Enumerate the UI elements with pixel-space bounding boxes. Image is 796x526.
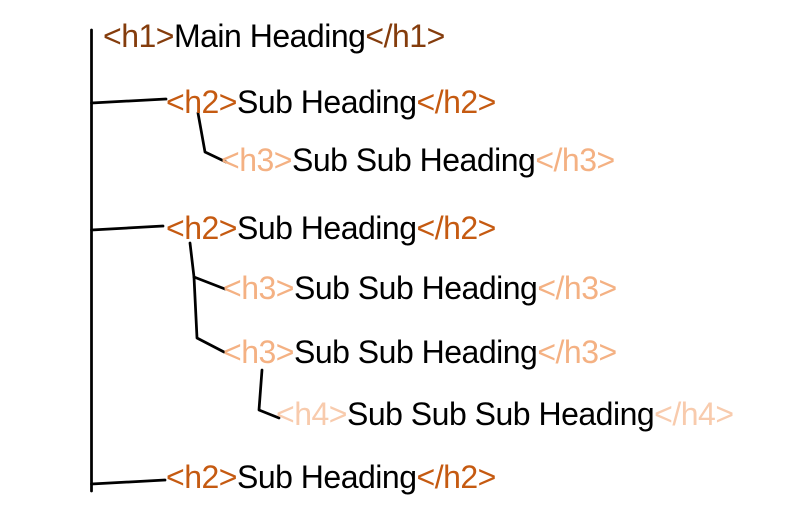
- close-tag-h2: </h2>: [416, 210, 497, 246]
- node-h3-2: <h3>Sub Sub Heading</h3>: [223, 268, 617, 308]
- open-tag-h2: <h2>: [166, 459, 237, 495]
- branch-h2-2: [90, 224, 165, 232]
- connector-h3-3-to-h4: [257, 368, 281, 420]
- close-tag-h2: </h2>: [416, 84, 497, 120]
- open-tag-h1: <h1>: [103, 18, 174, 54]
- close-tag-h3: </h3>: [537, 270, 617, 306]
- open-tag-h2: <h2>: [166, 84, 237, 120]
- connector-h2-1-to-h3-1: [196, 111, 228, 164]
- open-tag-h2: <h2>: [166, 210, 237, 246]
- open-tag-h3: <h3>: [223, 334, 294, 370]
- node-h2-2: <h2>Sub Heading</h2>: [166, 208, 496, 248]
- close-tag-h4: </h4>: [654, 396, 734, 432]
- connector-h2-2-to-h3-3: [188, 241, 226, 354]
- heading-text: Main Heading: [173, 18, 366, 54]
- node-h3-3: <h3>Sub Sub Heading</h3>: [223, 332, 617, 372]
- close-tag-h3: </h3>: [535, 142, 615, 178]
- node-h3-1: <h3>Sub Sub Heading</h3>: [221, 140, 615, 180]
- heading-text: Sub Sub Heading: [291, 142, 536, 178]
- close-tag-h2: </h2>: [416, 459, 497, 495]
- open-tag-h3: <h3>: [221, 142, 292, 178]
- close-tag-h1: </h1>: [365, 18, 445, 54]
- node-h2-3: <h2>Sub Heading</h2>: [166, 457, 496, 497]
- connector-h2-2-to-h3-2: [192, 275, 227, 291]
- heading-text: Sub Sub Sub Heading: [346, 396, 655, 432]
- node-h2-1: <h2>Sub Heading</h2>: [166, 82, 496, 122]
- branch-h2-1: [90, 97, 168, 105]
- node-h4: <h4>Sub Sub Sub Heading</h4>: [276, 394, 734, 434]
- branch-h2-3: [90, 478, 167, 486]
- close-tag-h3: </h3>: [537, 334, 617, 370]
- open-tag-h3: <h3>: [223, 270, 294, 306]
- heading-text: Sub Heading: [236, 210, 417, 246]
- heading-text: Sub Sub Heading: [293, 334, 538, 370]
- heading-text: Sub Heading: [236, 459, 417, 495]
- node-h1: <h1>Main Heading</h1>: [103, 16, 445, 56]
- heading-text: Sub Heading: [236, 84, 417, 120]
- open-tag-h4: <h4>: [276, 396, 347, 432]
- heading-text: Sub Sub Heading: [293, 270, 538, 306]
